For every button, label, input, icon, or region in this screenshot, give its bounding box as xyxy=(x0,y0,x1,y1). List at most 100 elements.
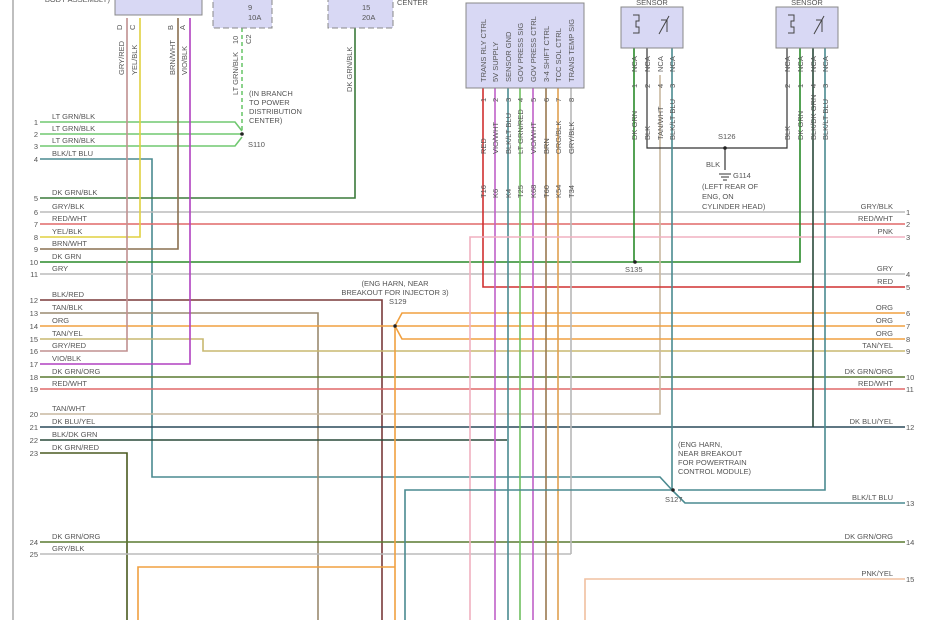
fuse-15-box xyxy=(327,0,394,29)
wire-label: DK GRN/ORG xyxy=(52,367,101,376)
connector-label: C2 xyxy=(244,34,253,44)
pin-label: A xyxy=(178,25,187,30)
pin-number: 2 xyxy=(643,84,652,88)
wire-number: 25 xyxy=(30,550,38,559)
wire-org-lower xyxy=(137,566,395,620)
pin-label: B xyxy=(166,25,175,30)
sensor1-box xyxy=(620,6,684,49)
wire-label: TAN/BLK xyxy=(52,303,83,312)
ground-id: G114 xyxy=(733,171,751,180)
wire-number: 5 xyxy=(34,194,38,203)
wire-label: ORG/BLK xyxy=(554,121,563,154)
wire-label: RED/WHT xyxy=(52,379,87,388)
wire-label: DK GRN/BLK xyxy=(52,188,97,197)
wire-number: 6 xyxy=(34,208,38,217)
pin-number: 4 xyxy=(656,84,665,88)
pin-number: 1 xyxy=(479,98,488,102)
wire-label: TAN/WHT xyxy=(656,106,665,140)
thermistor-icon xyxy=(658,15,670,35)
nca-label: NCA xyxy=(656,56,665,72)
wire-number: 7 xyxy=(906,322,910,331)
wire-label: BLK xyxy=(643,126,652,140)
wire-number: 5 xyxy=(906,283,910,292)
nca-label: NCA xyxy=(630,56,639,72)
wire-number: 24 xyxy=(30,538,38,547)
ground-note: CYLINDER HEAD) xyxy=(702,202,766,211)
wire-label: BLK/LT BLU xyxy=(52,149,93,158)
cavity-label: K4 xyxy=(504,189,513,198)
nca-label: NCA xyxy=(796,56,805,72)
module-pin-label: GOV PRESS SIG xyxy=(516,23,525,82)
nca-label: NCA xyxy=(821,56,830,72)
wire-number: 18 xyxy=(30,373,38,382)
wire-label: DK BLU/YEL xyxy=(850,417,893,426)
pin-number: 4 xyxy=(809,84,818,88)
module-pin-label: TRANS RLY CTRL xyxy=(479,19,488,82)
splice-id: S127 xyxy=(665,495,683,504)
ground-icon xyxy=(719,173,731,181)
wire-number: 11 xyxy=(906,385,914,394)
wire-number: 1 xyxy=(34,118,38,127)
wire-label: LT GRN/BLK xyxy=(231,52,240,95)
wire-label: RED xyxy=(479,138,488,154)
wire-s127-left xyxy=(404,489,672,620)
splice-id: S126 xyxy=(718,132,736,141)
ground-note: ENG, ON xyxy=(702,192,734,201)
wire-number: 13 xyxy=(906,499,914,508)
wire-label: DK GRN/ORG xyxy=(52,532,101,541)
cavity-label: T34 xyxy=(567,185,576,198)
splice-s127 xyxy=(671,488,675,492)
cavity-label: 10 xyxy=(231,36,240,44)
wire-label: DK GRN/ORG xyxy=(845,532,894,541)
sensor2-box xyxy=(775,6,839,49)
wire-number: 19 xyxy=(30,385,38,394)
wire-left-16 xyxy=(40,18,128,352)
wire-label: ORG xyxy=(876,303,893,312)
pin-label: C xyxy=(128,24,137,30)
wire-label: DK GRN/BLK xyxy=(345,47,354,92)
wire-left-3 xyxy=(40,136,243,147)
wire-number: 23 xyxy=(30,449,38,458)
thermistor-icon xyxy=(813,15,825,35)
wire-number: 11 xyxy=(30,270,38,279)
wire-label: VIO/BLK xyxy=(180,46,189,75)
wire-left-17 xyxy=(40,18,191,365)
wire-label: GRY xyxy=(877,264,893,273)
fuse-rating: 20A xyxy=(362,13,375,22)
wire-module-1 xyxy=(482,88,905,288)
module-pin-label: 3-4 SHIFT CTRL xyxy=(542,26,551,82)
wire-label: ORG xyxy=(876,316,893,325)
nca-label: NCA xyxy=(643,56,652,72)
wire-left-8 xyxy=(40,18,141,238)
splice-id: S135 xyxy=(625,265,643,274)
splice-note: (IN BRANCH xyxy=(249,89,293,98)
module-pin-label: GOV PRESS CTRL xyxy=(529,16,538,82)
wire-label: DK GRN/RED xyxy=(52,443,100,452)
cavity-label: T16 xyxy=(479,185,488,198)
nca-label: NCA xyxy=(668,56,677,72)
wire-number: 21 xyxy=(30,423,38,432)
module-pin-label: TRANS TEMP SIG xyxy=(567,19,576,82)
wire-label: BLK/LT BLU xyxy=(504,113,513,154)
pin-label: D xyxy=(115,24,124,30)
wire-label: TAN/YEL xyxy=(862,341,893,350)
pin-number: 4 xyxy=(516,98,525,102)
wire-label: PNK xyxy=(878,227,893,236)
body-assembly-label: BODY ASSEMBLY) xyxy=(45,0,111,4)
wire-right-15 xyxy=(584,578,905,620)
wire-label: GRY xyxy=(52,264,68,273)
wire-number: 17 xyxy=(30,360,38,369)
wire-left-1 xyxy=(40,121,243,132)
wire-label: YEL/BLK xyxy=(130,45,139,75)
pin-number: 8 xyxy=(567,98,576,102)
wire-label: RED xyxy=(877,277,893,286)
wire-label: BRN xyxy=(542,138,551,154)
wire-number: 15 xyxy=(30,335,38,344)
wire-number: 6 xyxy=(906,309,910,318)
pin-number: 7 xyxy=(554,98,563,102)
splice-note: CONTROL MODULE) xyxy=(678,467,752,476)
wire-label: DK GRN/ORG xyxy=(845,367,894,376)
wire-number: 13 xyxy=(30,309,38,318)
wire-left-15 xyxy=(40,338,905,352)
